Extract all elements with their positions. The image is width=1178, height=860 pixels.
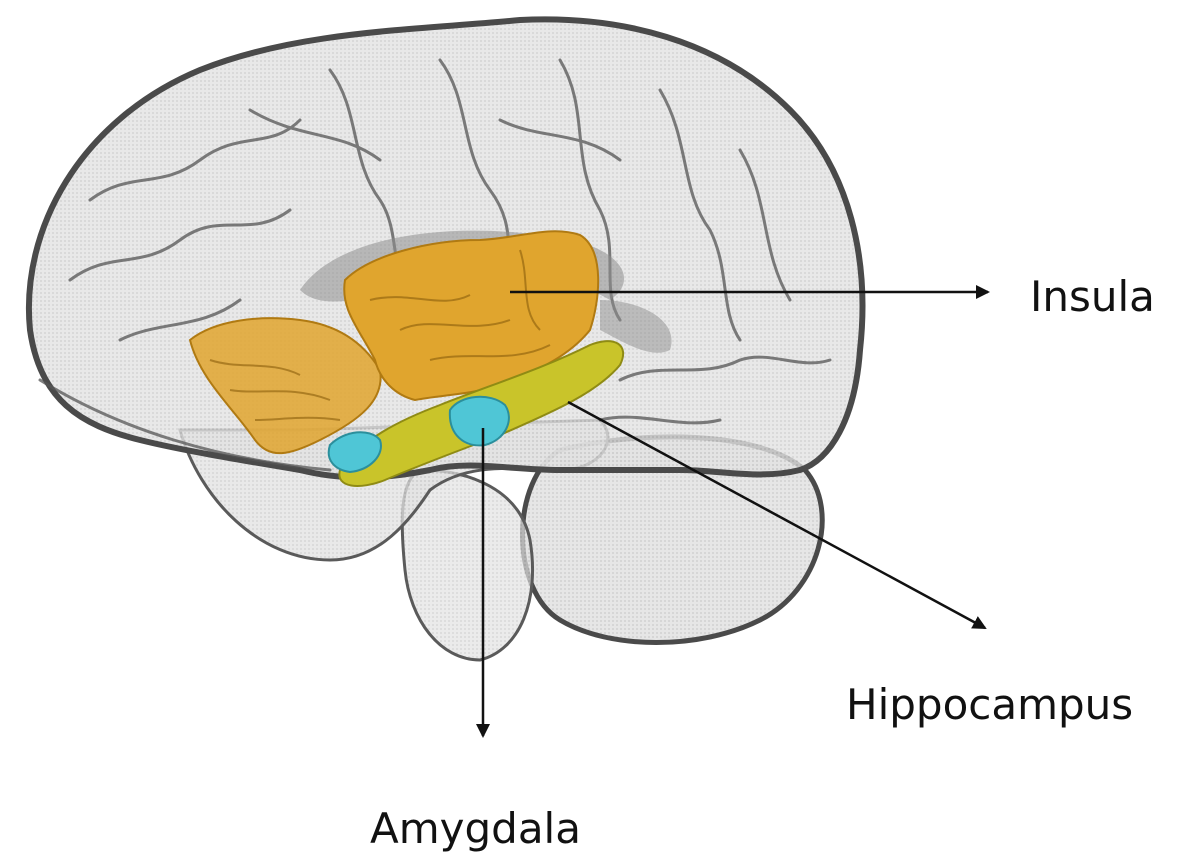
amygdala-label: Amygdala bbox=[370, 808, 581, 850]
insula-label: Insula bbox=[1030, 276, 1155, 318]
hippocampus-label: Hippocampus bbox=[846, 684, 1133, 726]
amygdala-region bbox=[450, 397, 509, 446]
